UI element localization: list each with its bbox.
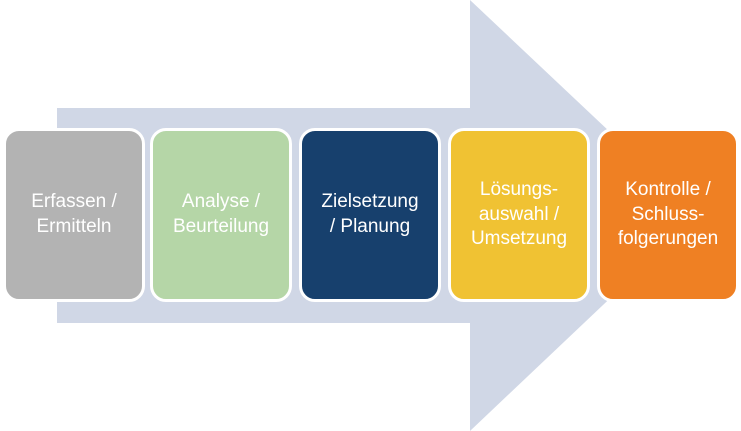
step-erfassen-ermitteln: Erfassen / Ermitteln: [3, 128, 145, 302]
step-kontrolle-schlussfolgerungen: Kontrolle / Schluss- folgerungen: [597, 128, 739, 302]
step-label: Erfassen / Ermitteln: [31, 191, 117, 237]
step-zielsetzung-planung: Zielsetzung / Planung: [299, 128, 441, 302]
step-analyse-beurteilung: Analyse / Beurteilung: [150, 128, 292, 302]
step-label: Zielsetzung / Planung: [321, 191, 419, 237]
step-label: Analyse / Beurteilung: [172, 191, 270, 237]
step-loesungsauswahl-umsetzung: Lösungs- auswahl / Umsetzung: [448, 128, 590, 302]
step-label: Lösungs- auswahl / Umsetzung: [470, 178, 568, 250]
step-label: Kontrolle / Schluss- folgerungen: [617, 178, 719, 250]
